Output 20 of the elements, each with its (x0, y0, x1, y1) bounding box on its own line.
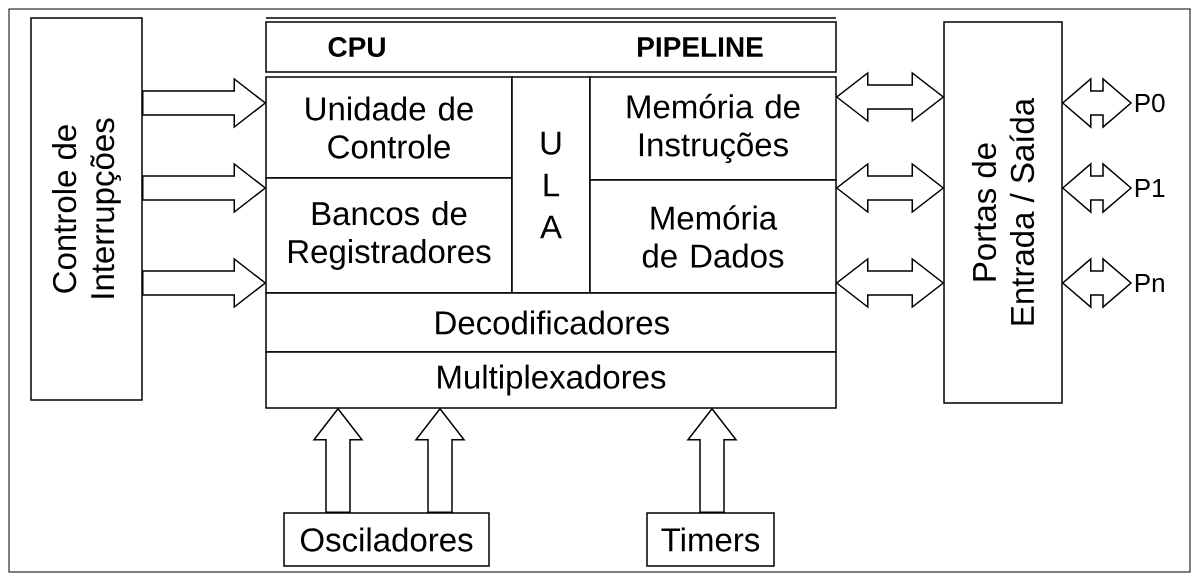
block-arrow (142, 77, 267, 129)
block-box: Osciladores (283, 512, 490, 567)
block-box: Controle de Interrupções (30, 17, 143, 401)
block-arrow (312, 407, 364, 513)
header-band: CPU PIPELINE (265, 17, 837, 73)
block-box: Portas de Entrada / Saída (943, 21, 1063, 404)
port-label: P0 (1135, 93, 1165, 113)
block-box: U L A (511, 76, 591, 294)
block-arrow (142, 257, 267, 309)
port-label: Pn (1135, 274, 1164, 292)
block-box: Memória de Instruções (589, 76, 837, 181)
block-box: Bancos de Registradores (265, 177, 513, 294)
block-arrow (142, 162, 267, 214)
block-box: Multiplexadores (265, 351, 837, 409)
block-box: Timers (646, 512, 775, 567)
block-box: Unidade de Controle (265, 76, 513, 179)
block-box: Memória de Dados (589, 179, 837, 294)
port-label: P1 (1135, 179, 1165, 197)
block-arrow (414, 407, 466, 513)
block-arrow (686, 407, 738, 513)
